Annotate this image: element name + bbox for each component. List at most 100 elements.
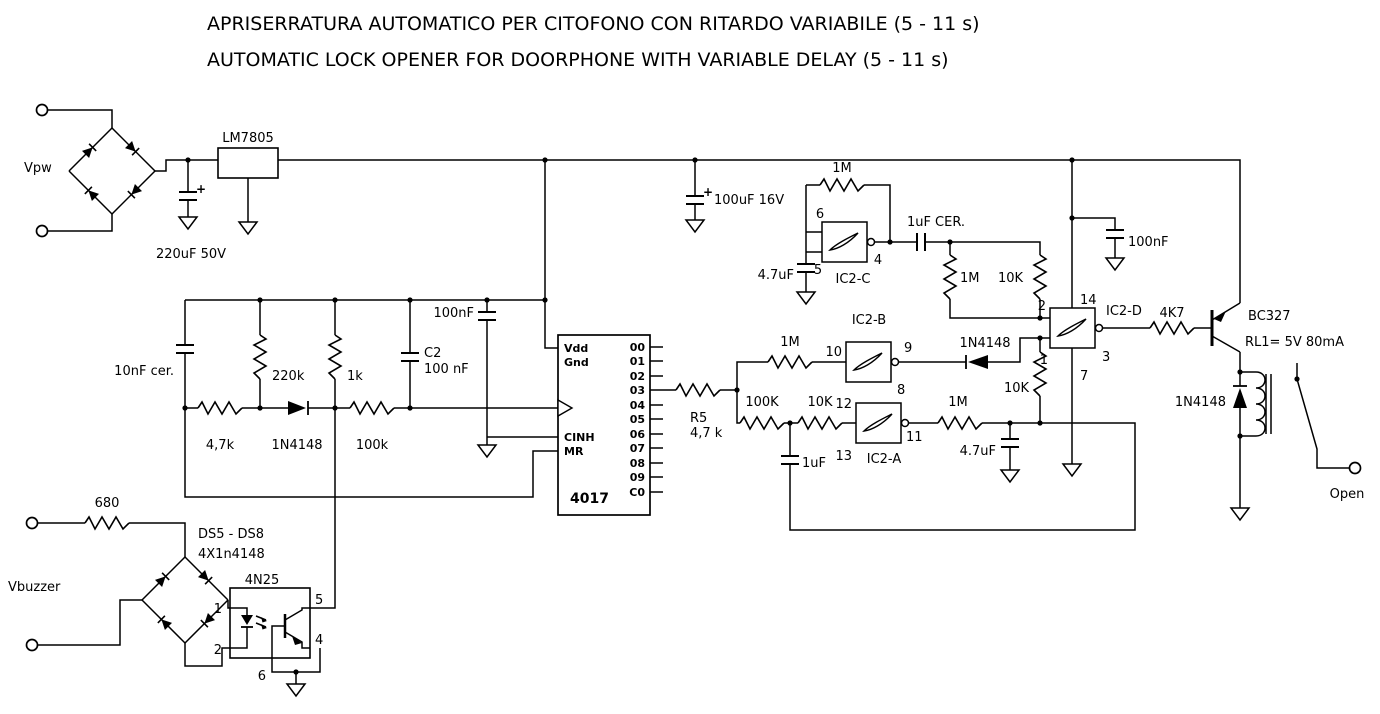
label-1uf-ic2a: 1uF xyxy=(802,456,826,471)
pin-opto-1: 1 xyxy=(214,602,222,617)
label-4017: 4017 xyxy=(570,491,609,507)
relay-coil xyxy=(1255,371,1272,437)
ground-symbol xyxy=(1230,507,1250,521)
pin-11: 11 xyxy=(906,430,923,445)
title-italian: APRISERRATURA AUTOMATICO PER CITOFONO CO… xyxy=(207,13,980,35)
resistor-1k xyxy=(328,334,342,380)
pin-o8: 08 xyxy=(630,457,645,470)
resistor-100k-ic2a xyxy=(739,416,785,430)
pin-o7: 07 xyxy=(630,442,645,455)
label-rl1: RL1= 5V 80mA xyxy=(1245,335,1344,350)
pin-o1: 01 xyxy=(630,355,645,368)
ground-symbol xyxy=(1105,257,1125,271)
gate-ic2a xyxy=(855,402,910,444)
label-100nf-4017: 100nF xyxy=(433,306,474,321)
resistor-r5 xyxy=(675,383,721,397)
cap-4u7-ic2a xyxy=(1000,438,1020,448)
bridge-rectifier-power xyxy=(68,127,156,215)
pin-o5: 05 xyxy=(630,413,645,426)
label-ic2c: IC2-C xyxy=(836,272,871,287)
terminal-open xyxy=(1348,461,1362,475)
pin-5: 5 xyxy=(814,263,822,278)
ground-symbol xyxy=(238,221,258,235)
ground-symbol xyxy=(796,291,816,305)
label-1m-pin2: 1M xyxy=(960,271,980,286)
label-cap-100uf: 100uF 16V xyxy=(714,193,784,208)
label-100k-osc: 100k xyxy=(356,438,389,453)
label-bc327: BC327 xyxy=(1248,309,1291,324)
pin-o6: 06 xyxy=(630,428,646,441)
pin-gnd: Gnd xyxy=(564,356,589,369)
pin-4: 4 xyxy=(874,253,882,268)
pin-14: 14 xyxy=(1080,293,1097,308)
bridge-rectifier-buzzer xyxy=(141,556,229,644)
pin-o3: 03 xyxy=(630,384,645,397)
cap-4u7-ic2c xyxy=(796,263,816,273)
terminals xyxy=(25,103,1362,652)
resistor-10k-pin2 xyxy=(1033,254,1047,300)
label-220k: 220k xyxy=(272,369,305,384)
label-ds5-ds8: DS5 - DS8 xyxy=(198,527,264,542)
cap-1uf-ic2a xyxy=(780,455,800,465)
pin-o4: 04 xyxy=(630,399,646,412)
ground-symbols xyxy=(178,216,1250,697)
diodes xyxy=(288,355,1247,415)
cap-1uf-cer xyxy=(916,232,926,252)
ground-symbol xyxy=(286,683,306,697)
ground-symbol xyxy=(685,219,705,233)
transistor-bc327 xyxy=(1210,310,1226,346)
ground-symbol xyxy=(1000,469,1020,483)
label-680: 680 xyxy=(95,496,120,511)
cap-100uf xyxy=(685,195,705,205)
terminal-vbuzzer-bottom xyxy=(25,638,39,652)
gate-ic2d xyxy=(1049,307,1104,349)
pin-8: 8 xyxy=(897,383,905,398)
pin-3: 3 xyxy=(1102,350,1110,365)
regulator-box xyxy=(217,147,279,179)
label-4k7-osc: 4,7k xyxy=(206,438,235,453)
pin-cinh: CINH xyxy=(564,431,595,444)
resistor-1m-ic2a-out xyxy=(937,416,983,430)
pin-1: 1 xyxy=(1040,353,1048,368)
terminal-vpw-top xyxy=(35,103,49,117)
resistor-1m-pin2 xyxy=(943,254,957,300)
label-100nf-ic2d: 100nF xyxy=(1128,235,1169,250)
label-r5: R5 xyxy=(690,411,707,426)
cap-100nf-4017 xyxy=(477,311,497,321)
label-100k-ic2a: 100K xyxy=(745,395,779,410)
switch-contact xyxy=(1294,376,1300,382)
led-symbol xyxy=(241,615,253,625)
clock-input-triangle xyxy=(557,398,574,418)
ic-4017 xyxy=(557,334,651,516)
label-4u7-ic2a: 4.7uF xyxy=(960,444,996,459)
plus-sign-220uf: + xyxy=(196,182,206,196)
resistor-220k xyxy=(253,334,267,380)
label-r5-value: 4,7 k xyxy=(690,426,723,441)
pin-vdd: Vdd xyxy=(564,342,588,355)
label-vbuzzer: Vbuzzer xyxy=(8,580,61,595)
pin-opto-4: 4 xyxy=(315,633,323,648)
junction-dots xyxy=(182,157,1243,675)
ground-symbol xyxy=(477,444,497,458)
label-1k: 1k xyxy=(347,369,363,384)
label-1m-ic2a-out: 1M xyxy=(948,395,968,410)
pin-opto-2: 2 xyxy=(214,643,222,658)
label-vpw: Vpw xyxy=(24,161,52,176)
label-4k7-base: 4K7 xyxy=(1159,306,1184,321)
label-ic2d: IC2-D xyxy=(1106,304,1142,319)
label-1n4148-mid: 1N4148 xyxy=(959,336,1010,351)
label-c2-value: 100 nF xyxy=(424,362,469,377)
diode-1n4148-relay xyxy=(1233,385,1247,408)
pin-7: 7 xyxy=(1080,369,1088,384)
pin-6: 6 xyxy=(816,207,824,222)
diode-1n4148-mid xyxy=(965,355,988,369)
label-10k-ic2a: 10K xyxy=(807,395,833,410)
pin-o9: 09 xyxy=(630,471,645,484)
label-10nf: 10nF cer. xyxy=(114,364,174,379)
resistor-1m-feedback xyxy=(819,178,865,192)
pin-12: 12 xyxy=(835,397,852,412)
label-4n25: 4N25 xyxy=(245,573,280,588)
plus-sign-100uf: + xyxy=(703,185,713,199)
